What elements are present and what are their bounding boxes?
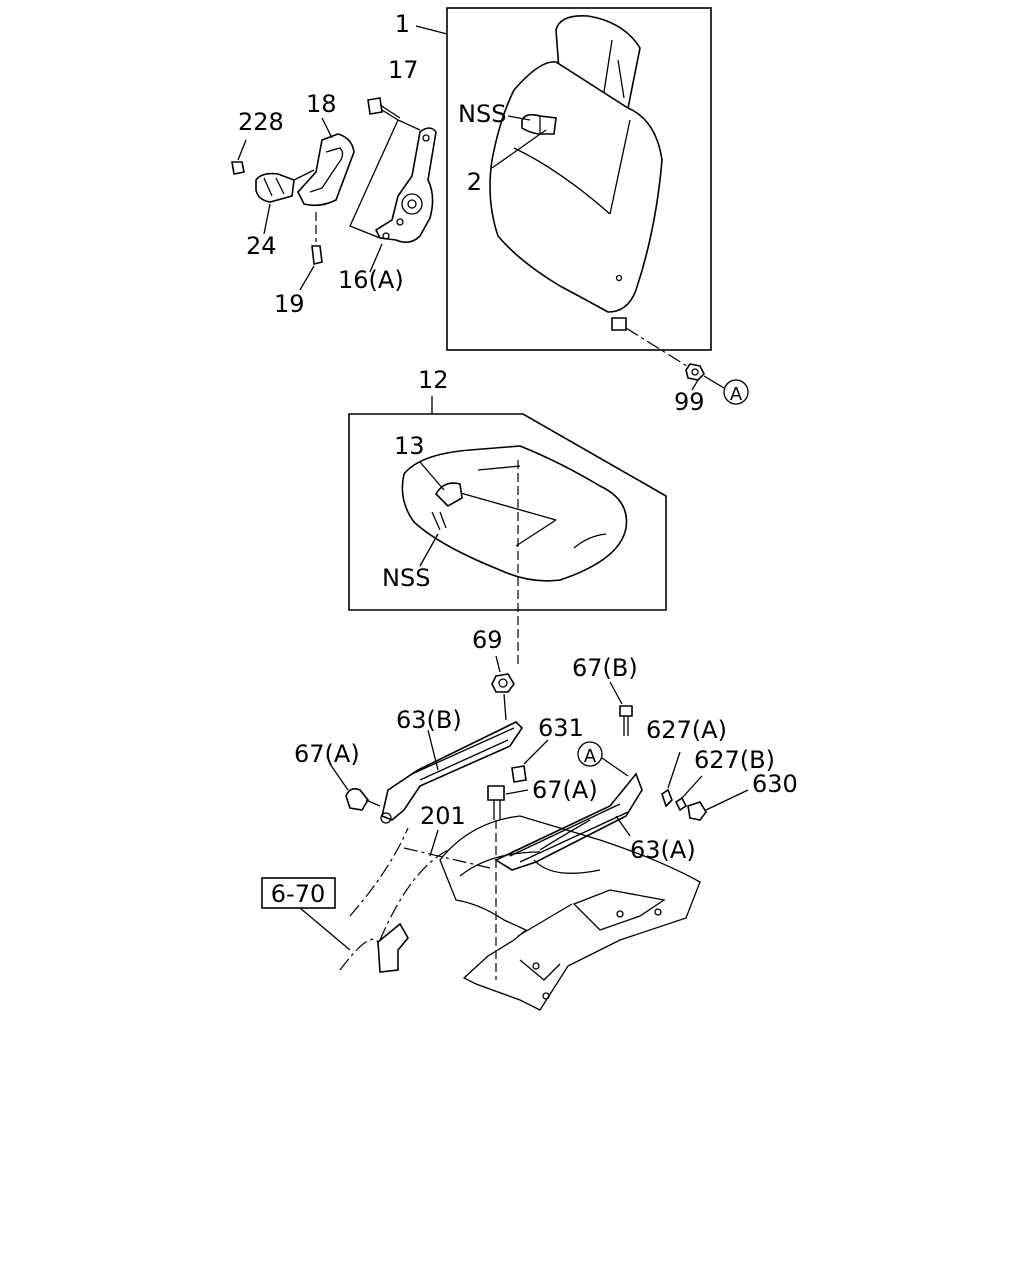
label-627b: 627(B) bbox=[694, 746, 775, 774]
bolt-67b bbox=[619, 705, 633, 717]
seat-cushion-group bbox=[348, 396, 667, 666]
ref-a-upper-label: A bbox=[730, 384, 743, 405]
backrest-bolt bbox=[611, 317, 627, 331]
label-1: 1 bbox=[395, 10, 410, 38]
washer-627b bbox=[674, 796, 688, 812]
label-19: 19 bbox=[274, 290, 305, 318]
seat-rail-group: A bbox=[329, 655, 749, 980]
label-67a-center: 67(A) bbox=[532, 776, 598, 804]
bolt-67a-left bbox=[345, 788, 369, 811]
label-630: 630 bbox=[752, 770, 798, 798]
label-631: 631 bbox=[538, 714, 584, 742]
label-17: 17 bbox=[388, 56, 419, 84]
label-6-70: 6-70 bbox=[271, 880, 325, 908]
recliner-group bbox=[231, 97, 437, 291]
label-12: 12 bbox=[418, 366, 449, 394]
lever-knob-24 bbox=[255, 172, 295, 203]
label-16a: 16(A) bbox=[338, 266, 404, 294]
floor-panel-201 bbox=[339, 815, 701, 1011]
label-nss-back: NSS bbox=[458, 100, 506, 128]
nut-99 bbox=[685, 363, 725, 391]
screw-19 bbox=[311, 245, 323, 265]
floor-bracket bbox=[377, 922, 409, 973]
screw-631 bbox=[511, 765, 527, 783]
ref-a-lower-marker bbox=[577, 741, 603, 767]
label-nss-back-leader bbox=[507, 115, 531, 121]
label-67a-left: 67(A) bbox=[294, 740, 360, 768]
rail-63b bbox=[381, 721, 524, 821]
ref-a-upper-marker: A bbox=[723, 379, 749, 405]
label-24: 24 bbox=[246, 232, 277, 260]
label-67b: 67(B) bbox=[572, 654, 638, 682]
label-201: 201 bbox=[420, 802, 466, 830]
label-627a: 627(A) bbox=[646, 716, 727, 744]
seat-back-group bbox=[415, 7, 712, 369]
seat-cushion bbox=[401, 445, 628, 582]
floor-panel bbox=[439, 815, 701, 1011]
label-1-leader bbox=[415, 25, 448, 35]
seat-cushion-frame bbox=[348, 413, 667, 611]
backrest-clip bbox=[521, 113, 557, 135]
screw-228 bbox=[231, 161, 245, 175]
label-18: 18 bbox=[306, 90, 337, 118]
bolt-67a-center bbox=[487, 785, 505, 801]
bolt-17 bbox=[367, 97, 383, 115]
nut-630 bbox=[687, 801, 707, 821]
washer-627a bbox=[661, 788, 673, 808]
recliner-16a bbox=[374, 127, 437, 244]
label-63a: 63(A) bbox=[630, 836, 696, 864]
label-13: 13 bbox=[394, 432, 425, 460]
nut-69 bbox=[491, 673, 515, 693]
ref-6-70 bbox=[261, 877, 351, 951]
ref-a-lower-label: A bbox=[584, 746, 597, 767]
label-69: 69 bbox=[472, 626, 503, 654]
cover-18 bbox=[297, 133, 355, 207]
label-2-leader bbox=[491, 129, 547, 169]
label-2: 2 bbox=[467, 168, 482, 196]
label-228: 228 bbox=[238, 108, 284, 136]
label-63b: 63(B) bbox=[396, 706, 462, 734]
seat-back-frame bbox=[446, 7, 712, 351]
label-99: 99 bbox=[674, 388, 705, 416]
label-nss-cushion: NSS bbox=[382, 564, 430, 592]
